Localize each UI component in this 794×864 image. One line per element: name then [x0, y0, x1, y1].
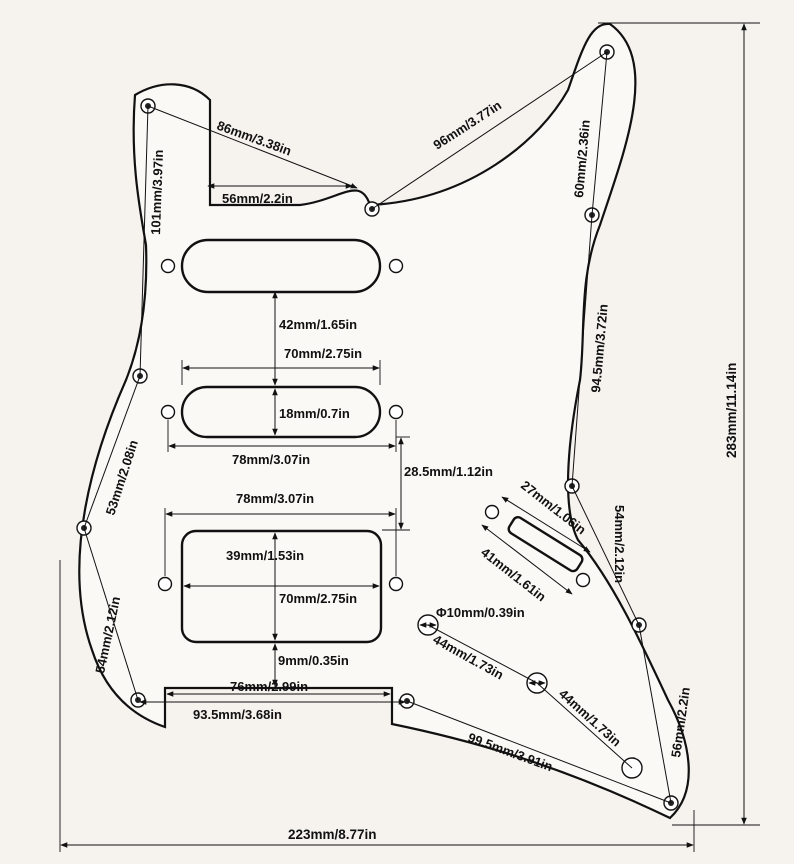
mount-hole	[388, 404, 404, 420]
label-39mm: 39mm/1.53in	[226, 548, 304, 563]
mount-hole	[388, 258, 404, 274]
mount-hole	[388, 576, 404, 592]
label-223mm: 223mm/8.77in	[288, 827, 377, 842]
label-70mm-top: 70mm/2.75in	[284, 346, 362, 361]
label-60mm: 60mm/2.36in	[571, 119, 593, 198]
pickguard-outline	[78, 22, 690, 820]
label-96mm: 96mm/3.77in	[430, 97, 504, 152]
label-93-5mm: 93.5mm/3.68in	[193, 707, 282, 722]
switch-hole	[575, 572, 591, 588]
mount-hole	[160, 258, 176, 274]
label-101mm: 101mm/3.97in	[148, 149, 166, 235]
neck-pickup-cutout	[180, 238, 382, 294]
label-76mm: 76mm/2.99in	[230, 679, 308, 694]
dimension-lines	[59, 22, 760, 852]
switch-hole	[484, 504, 500, 520]
label-18mm: 18mm/0.7in	[279, 406, 350, 421]
label-42mm: 42mm/1.65in	[279, 317, 357, 332]
label-56mm-top: 56mm/2.2in	[222, 191, 293, 206]
label-70mm-b: 70mm/2.75in	[279, 591, 357, 606]
label-54mm-right: 54mm/2.12in	[612, 505, 627, 583]
label-9mm: 9mm/0.35in	[278, 653, 349, 668]
label-78mm-b: 78mm/3.07in	[236, 491, 314, 506]
mount-hole	[157, 576, 173, 592]
label-283mm: 283mm/11.14in	[724, 363, 739, 458]
middle-pickup-cutout	[180, 385, 382, 439]
label-28-5mm: 28.5mm/1.12in	[404, 464, 493, 479]
mount-hole	[160, 404, 176, 420]
label-phi10mm: Φ10mm/0.39in	[436, 605, 525, 620]
label-86mm: 86mm/3.38in	[215, 118, 294, 159]
label-94-5mm: 94.5mm/3.72in	[588, 303, 611, 393]
label-78mm-a: 78mm/3.07in	[232, 452, 310, 467]
